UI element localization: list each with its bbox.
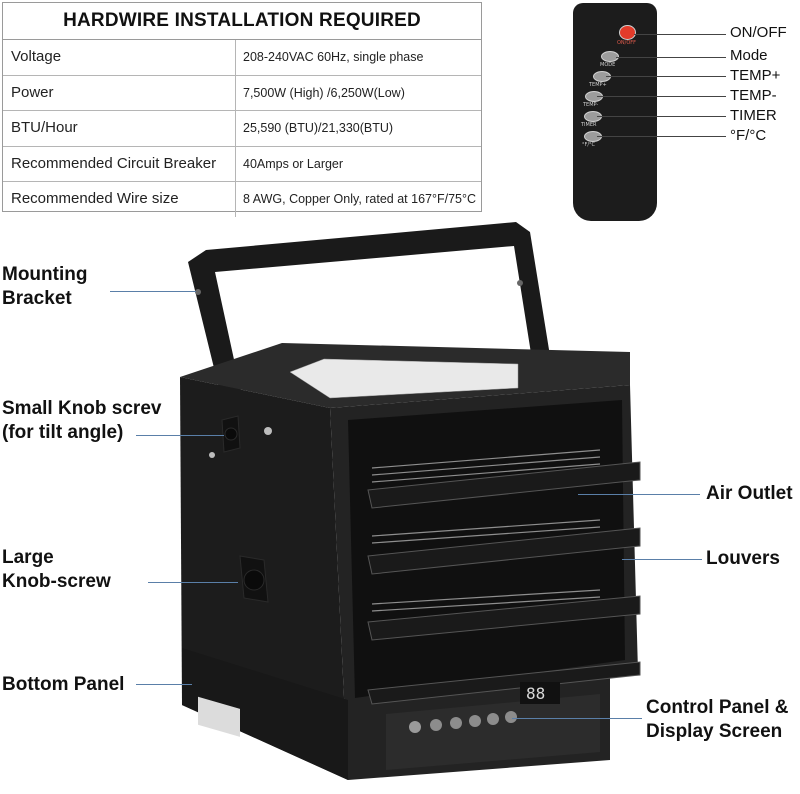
pointer-mounting-bracket bbox=[110, 291, 196, 292]
remote-label-mode: MODE bbox=[600, 62, 616, 68]
label-louvers: Louvers bbox=[706, 548, 780, 569]
label-line: Small Knob screv bbox=[2, 398, 162, 419]
small-knob bbox=[221, 415, 241, 453]
bracket-hole bbox=[195, 289, 201, 295]
bottom-sticker bbox=[198, 696, 240, 737]
spec-key: Voltage bbox=[3, 40, 236, 75]
spec-table-title: HARDWIRE INSTALLATION REQUIRED bbox=[3, 3, 481, 40]
spec-table: HARDWIRE INSTALLATION REQUIRED Voltage 2… bbox=[2, 2, 482, 217]
callout-line bbox=[606, 76, 726, 77]
screw bbox=[264, 427, 272, 435]
label-line: Large bbox=[2, 547, 54, 568]
pointer-air-outlet bbox=[578, 494, 700, 495]
large-knob bbox=[239, 555, 269, 603]
bottom-panel bbox=[182, 648, 348, 780]
remote-callout-onoff: ON/OFF bbox=[730, 24, 787, 41]
label-line: Knob-screw bbox=[2, 571, 111, 592]
pointer-louvers bbox=[622, 559, 702, 560]
mounting-bracket bbox=[188, 222, 551, 474]
label-large-knob: Large Knob-screw bbox=[2, 546, 111, 594]
remote-label-unit: °F/°C bbox=[582, 142, 596, 148]
screw bbox=[209, 452, 215, 458]
spec-row: Voltage 208-240VAC 60Hz, single phase bbox=[3, 40, 481, 76]
spec-value: 40Amps or Larger bbox=[243, 156, 344, 171]
label-air-outlet: Air Outlet bbox=[706, 483, 793, 504]
pointer-bottom-panel bbox=[136, 684, 192, 685]
pointer-small-knob bbox=[136, 435, 224, 436]
spec-key: Power bbox=[3, 75, 236, 111]
spec-row: Power 7,500W (High) /6,250W(Low) bbox=[3, 75, 481, 112]
callout-line bbox=[597, 96, 726, 97]
spec-value: 208-240VAC 60Hz, single phase bbox=[243, 50, 424, 64]
spec-row: Recommended Circuit Breaker 40Amps or La… bbox=[3, 146, 481, 183]
control-buttons bbox=[409, 711, 517, 733]
label-control-panel: Control Panel & Display Screen bbox=[646, 696, 789, 744]
pointer-control-panel bbox=[512, 718, 642, 719]
callout-line bbox=[616, 57, 726, 58]
label-line: Bracket bbox=[2, 288, 72, 309]
spec-value: 7,500W (High) /6,250W(Low) bbox=[243, 85, 405, 100]
louvers bbox=[367, 461, 641, 705]
remote-label-onoff: ON/OFF bbox=[617, 40, 637, 46]
spec-key: Recommended Circuit Breaker bbox=[3, 146, 236, 182]
remote-label-timer: TIMER bbox=[581, 122, 597, 128]
pointer-large-knob bbox=[148, 582, 238, 583]
remote-callout-mode: Mode bbox=[730, 47, 768, 64]
label-line: Control Panel & bbox=[646, 697, 789, 718]
remote-power-button[interactable] bbox=[619, 25, 636, 40]
spec-row: Recommended Wire size 8 AWG, Copper Only… bbox=[3, 182, 481, 217]
label-mounting-bracket: Mounting Bracket bbox=[2, 263, 87, 311]
warning-label bbox=[289, 358, 519, 399]
label-line: (for tilt angle) bbox=[2, 422, 124, 443]
label-small-knob: Small Knob screv (for tilt angle) bbox=[2, 397, 161, 445]
heating-element bbox=[371, 449, 601, 612]
spec-key: Recommended Wire size bbox=[3, 182, 236, 217]
callout-line bbox=[597, 116, 726, 117]
remote-label-temp-up: TEMP+ bbox=[589, 82, 607, 88]
label-line: Mounting bbox=[2, 264, 88, 285]
remote-callout-timer: TIMER bbox=[730, 107, 777, 124]
spec-value: 8 AWG, Copper Only, rated at 167°F/75°C bbox=[243, 192, 477, 207]
display-readout: 88 bbox=[526, 684, 545, 703]
display-screen bbox=[520, 682, 560, 704]
control-panel bbox=[386, 694, 600, 770]
callout-line bbox=[634, 34, 726, 35]
remote-callout-unit: °F/°C bbox=[730, 127, 767, 144]
label-bottom-panel: Bottom Panel bbox=[2, 674, 125, 695]
remote-callout-temp-up: TEMP+ bbox=[730, 67, 781, 84]
spec-row: BTU/Hour 25,590 (BTU)/21,330(BTU) bbox=[3, 111, 481, 147]
remote-control: ON/OFF MODE TEMP+ TEMP- TIMER °F/°C bbox=[573, 3, 657, 221]
remote-mode-button[interactable] bbox=[601, 51, 619, 62]
remote-callout-temp-down: TEMP- bbox=[730, 87, 777, 104]
spec-key: BTU/Hour bbox=[3, 111, 236, 146]
bracket-hole bbox=[517, 280, 523, 286]
spec-value: 25,590 (BTU)/21,330(BTU) bbox=[243, 121, 394, 136]
remote-label-temp-down: TEMP- bbox=[583, 102, 599, 108]
callout-line bbox=[597, 136, 726, 137]
label-line: Display Screen bbox=[646, 721, 783, 742]
